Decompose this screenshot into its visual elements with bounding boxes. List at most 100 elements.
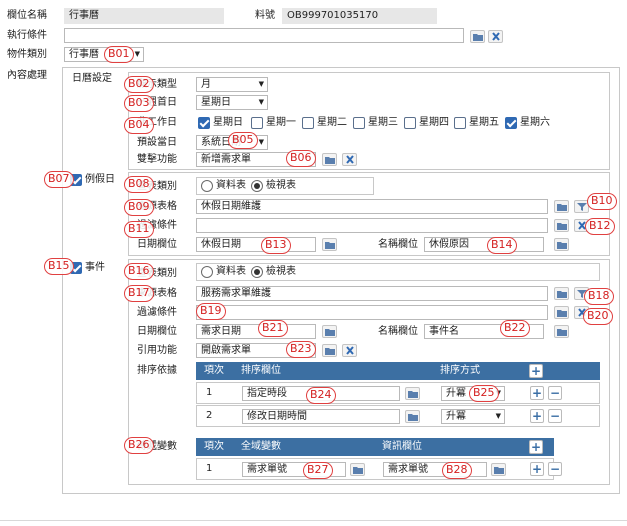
holiday-label: 例假日: [85, 174, 115, 185]
exec-condition-label: 執行條件: [7, 30, 47, 41]
sort-row-no: 2: [206, 410, 213, 421]
event-source-open-button[interactable]: [554, 287, 569, 300]
day-wednesday-checkbox[interactable]: [353, 117, 365, 129]
pass-row-param-button[interactable]: [350, 463, 365, 476]
holiday-view-radio[interactable]: [251, 180, 263, 192]
pass-label: 傳遞變數: [137, 441, 177, 452]
sort-row-field-button[interactable]: [405, 410, 420, 423]
event-filter-open-button[interactable]: [554, 306, 569, 319]
week-start-label: 一週首日: [137, 97, 177, 108]
chevron-down-icon: ▼: [258, 98, 264, 106]
sort-row-remove-button[interactable]: −: [548, 386, 562, 400]
annotation-tag: B28: [442, 462, 472, 479]
annotation-tag: B11: [124, 221, 154, 238]
event-date-field-label: 日期欄位: [137, 326, 177, 337]
holiday-filter-open-button[interactable]: [554, 219, 569, 232]
folder-icon: [557, 204, 567, 211]
chevron-down-icon: ▼: [134, 50, 140, 58]
holiday-source-open-button[interactable]: [554, 200, 569, 213]
sort-row-add-button[interactable]: +: [530, 386, 544, 400]
holiday-table-radio[interactable]: [201, 180, 213, 192]
non-work-label: 非工作日: [137, 117, 177, 128]
pass-header-no: 項次: [204, 441, 224, 452]
pass-row-add-button[interactable]: +: [530, 462, 544, 476]
day-friday-label: 星期五: [469, 117, 499, 128]
annotation-tag: B13: [261, 237, 291, 254]
field-name-value: 行事曆: [64, 8, 224, 24]
display-type-label: 顯示類型: [137, 79, 177, 90]
folder-icon: [557, 329, 567, 336]
display-type-select[interactable]: 月▼: [196, 77, 268, 92]
sort-header-dir: 排序方式: [440, 365, 480, 376]
open-condition-button[interactable]: [470, 30, 485, 43]
annotation-tag: B12: [585, 218, 615, 235]
holiday-name-field-input[interactable]: 休假原因: [424, 237, 544, 252]
pass-row-no: 1: [206, 463, 213, 474]
object-type-label: 物件類別: [7, 49, 47, 60]
day-sunday-checkbox[interactable]: [198, 117, 210, 129]
sort-row-dir-value: 升冪: [446, 411, 466, 422]
annotation-tag: B10: [587, 193, 617, 210]
sort-add-button[interactable]: +: [529, 364, 543, 378]
folder-icon: [325, 157, 335, 164]
exec-condition-input[interactable]: [64, 28, 464, 43]
sort-row: 1 指定時段 升冪▼ + −: [196, 382, 600, 404]
open-double-click-button[interactable]: [322, 153, 337, 166]
day-wednesday-label: 星期三: [368, 117, 398, 128]
clear-condition-button[interactable]: [488, 30, 503, 43]
event-table-option: 資料表: [216, 266, 246, 277]
sort-label: 排序依據: [137, 365, 177, 376]
day-tuesday-checkbox[interactable]: [302, 117, 314, 129]
event-date-field-input[interactable]: 需求日期: [196, 324, 316, 339]
filter-icon: [577, 203, 587, 211]
annotation-tag: B21: [258, 320, 288, 337]
pass-add-button[interactable]: +: [529, 440, 543, 454]
event-ref-func-clear-button[interactable]: [342, 344, 357, 357]
day-monday-checkbox[interactable]: [251, 117, 263, 129]
holiday-filter-input[interactable]: [196, 218, 548, 233]
holiday-date-field-button[interactable]: [322, 238, 337, 251]
folder-icon: [494, 467, 504, 474]
day-saturday-checkbox[interactable]: [505, 117, 517, 129]
event-ref-func-open-button[interactable]: [322, 344, 337, 357]
clear-double-click-button[interactable]: [342, 153, 357, 166]
event-name-field-button[interactable]: [554, 325, 569, 338]
bottom-divider: [0, 520, 627, 521]
day-tuesday-label: 星期二: [317, 117, 347, 128]
pass-row-info-button[interactable]: [491, 463, 506, 476]
event-source-table-input[interactable]: 服務需求單維護: [196, 286, 548, 301]
annotation-tag: B15: [44, 258, 74, 275]
sort-row-field-input[interactable]: 修改日期時間: [242, 409, 400, 424]
holiday-source-table-input[interactable]: 休假日期維護: [196, 199, 548, 214]
event-table-radio[interactable]: [201, 266, 213, 278]
annotation-tag: B05: [228, 132, 258, 149]
folder-icon: [557, 242, 567, 249]
day-friday-checkbox[interactable]: [454, 117, 466, 129]
sort-row-add-button[interactable]: +: [530, 409, 544, 423]
event-ref-func-label: 引用功能: [137, 345, 177, 356]
double-click-label: 雙擊功能: [137, 154, 177, 165]
close-icon: [346, 155, 354, 164]
sort-row-field-button[interactable]: [405, 387, 420, 400]
day-thursday-checkbox[interactable]: [404, 117, 416, 129]
event-view-radio[interactable]: [251, 266, 263, 278]
event-filter-input[interactable]: [196, 305, 548, 320]
event-date-field-button[interactable]: [322, 325, 337, 338]
object-type-value: 行事曆: [69, 49, 99, 60]
holiday-table-option: 資料表: [216, 180, 246, 191]
pass-row-remove-button[interactable]: −: [548, 462, 562, 476]
week-start-select[interactable]: 星期日▼: [196, 95, 268, 110]
folder-icon: [325, 329, 335, 336]
holiday-name-field-button[interactable]: [554, 238, 569, 251]
sort-row-dir-select[interactable]: 升冪▼: [441, 409, 505, 424]
close-icon: [492, 32, 500, 41]
annotation-tag: B19: [196, 303, 226, 320]
holiday-date-field-input[interactable]: 休假日期: [196, 237, 316, 252]
event-box: [128, 259, 610, 485]
annotation-tag: B06: [286, 150, 316, 167]
sort-row-remove-button[interactable]: −: [548, 409, 562, 423]
annotation-tag: B02: [124, 76, 154, 93]
day-saturday-label: 星期六: [520, 117, 550, 128]
sort-row-dir-value: 升冪: [446, 388, 466, 399]
annotation-tag: B01: [104, 46, 134, 63]
